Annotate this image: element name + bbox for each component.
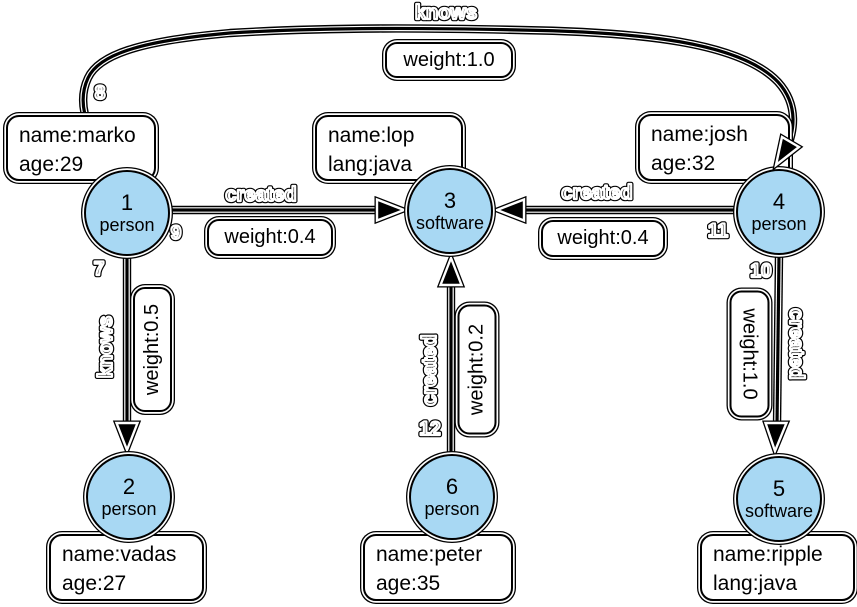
arrowhead-icon <box>112 420 142 457</box>
node-label: person <box>424 498 480 519</box>
node-id: 2 <box>122 473 136 499</box>
svg-text:knows: knows <box>415 2 477 24</box>
svg-text:12: 12 <box>419 419 440 440</box>
property-line: lang:java <box>713 572 798 595</box>
arrowhead-icon <box>436 251 466 288</box>
node-id: 1 <box>120 189 134 215</box>
edge-label-created-right: created <box>561 182 632 204</box>
edge-label-created-right-vertical: created <box>785 308 807 379</box>
property-line: age:35 <box>376 572 441 595</box>
weight-box-edge-12: weight:0.2 <box>457 304 497 435</box>
edge-id-8: 8 <box>95 83 106 104</box>
weight-box-edge-9: weight:0.4 <box>207 219 333 256</box>
weight-value: weight:0.5 <box>141 303 163 396</box>
edge-label-knows-top: knows <box>415 2 477 24</box>
property-line: name:ripple <box>713 543 823 566</box>
weight-value: weight:0.4 <box>557 227 649 249</box>
property-line: name:josh <box>651 123 748 146</box>
weight-value: weight:0.4 <box>224 226 316 248</box>
node-2-person: 2 person <box>86 454 172 540</box>
node-label: software <box>744 500 814 521</box>
property-line: name:marko <box>19 124 136 147</box>
property-line: name:peter <box>376 543 483 566</box>
properties-box-peter: name:peter age:35 <box>363 534 513 601</box>
node-label: person <box>99 214 155 235</box>
weight-box-edge-10: weight:1.0 <box>729 290 770 418</box>
edge-created-1-to-3 <box>168 195 411 225</box>
edge-label-knows-vertical: knows <box>95 316 117 378</box>
node-label: software <box>415 212 485 233</box>
property-line: name:vadas <box>62 543 177 566</box>
node-label: person <box>101 498 157 519</box>
weight-value: weight:0.2 <box>465 323 488 416</box>
node-id: 6 <box>445 473 459 499</box>
svg-text:created: created <box>785 308 807 379</box>
node-6-person: 6 person <box>409 454 495 540</box>
node-id: 4 <box>772 188 786 214</box>
edge-id-10: 10 <box>750 261 771 282</box>
arrowhead-icon <box>374 195 411 225</box>
node-id: 3 <box>443 187 457 213</box>
weight-value: weight:1.0 <box>403 48 495 71</box>
arrowhead-icon <box>762 420 791 459</box>
edge-label-created-left: created <box>225 184 296 206</box>
edge-id-11: 11 <box>708 221 729 242</box>
weight-box-edge-11: weight:0.4 <box>541 220 665 257</box>
edge-id-12: 12 <box>419 419 440 440</box>
weight-value: weight:1.0 <box>739 308 761 400</box>
edge-created-4-to-3 <box>490 195 736 225</box>
node-4-person: 4 person <box>736 169 822 255</box>
edge-label-created-mid-vertical: created <box>419 334 441 405</box>
node-5-software: 5 software <box>736 456 822 542</box>
node-label: person <box>751 213 807 234</box>
node-1-person: 1 person <box>84 170 170 256</box>
weight-box-edge-8: weight:1.0 <box>385 42 513 78</box>
svg-text:knows: knows <box>95 316 117 378</box>
weight-box-edge-7: weight:0.5 <box>133 287 172 412</box>
svg-text:7: 7 <box>94 259 105 280</box>
arrowhead-icon <box>490 195 527 225</box>
edge-id-9: 9 <box>171 223 182 244</box>
node-id: 5 <box>772 475 786 501</box>
svg-text:created: created <box>561 182 632 204</box>
edge-id-7: 7 <box>94 259 105 280</box>
properties-box-ripple: name:ripple lang:java <box>700 534 855 601</box>
svg-text:created: created <box>225 184 296 206</box>
properties-box-vadas: name:vadas age:27 <box>49 534 204 601</box>
svg-text:9: 9 <box>171 223 182 244</box>
svg-text:11: 11 <box>708 221 729 242</box>
property-line: age:27 <box>62 572 127 595</box>
svg-text:created: created <box>419 334 441 405</box>
svg-text:10: 10 <box>750 261 771 282</box>
node-3-software: 3 software <box>407 168 493 254</box>
property-line: name:lop <box>328 124 415 147</box>
svg-text:8: 8 <box>95 83 106 104</box>
property-line: age:29 <box>19 153 84 176</box>
